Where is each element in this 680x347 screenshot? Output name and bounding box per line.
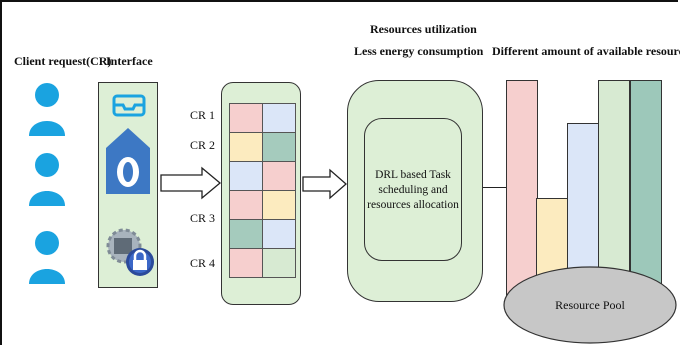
resource-bar (598, 80, 630, 296)
drl-inner-panel (364, 118, 462, 261)
resources-utilization-label: Resources utilization (370, 22, 477, 36)
gear-lock-icon (106, 228, 154, 276)
queue-cell (229, 190, 263, 220)
resource-pool-ellipse (503, 266, 677, 344)
available-resources-label: Different amount of available resources (492, 44, 680, 58)
home-shield-icon (106, 128, 150, 194)
queue-cell (262, 248, 296, 278)
queue-cell (229, 103, 263, 133)
inbox-tray-icon (112, 94, 146, 117)
queue-cell (229, 161, 263, 191)
cr4-label: CR 4 (190, 256, 216, 270)
interface-label: Interface (106, 54, 153, 68)
queue-cell (229, 219, 263, 249)
less-energy-label: Less energy consumption (354, 44, 484, 58)
resource-bar (506, 80, 538, 296)
resource-pool-label: Resource Pool (555, 298, 625, 312)
cr1-label: CR 1 (190, 108, 216, 122)
user-icon (29, 153, 65, 206)
queue-cell (262, 190, 296, 220)
queue-cell (262, 161, 296, 191)
flow-arrow (160, 166, 222, 200)
resource-bar (630, 80, 662, 296)
flow-arrow (302, 168, 347, 200)
drl-task-scheduling-text: DRL based Task scheduling and resources … (367, 169, 459, 211)
user-icon (29, 83, 65, 136)
queue-cell (262, 103, 296, 133)
cr3-label: CR 3 (190, 211, 216, 225)
client-request-label: Client request(CR) (14, 54, 112, 68)
cr2-label: CR 2 (190, 138, 216, 152)
queue-cell (229, 248, 263, 278)
queue-cell (262, 132, 296, 162)
queue-cell (262, 219, 296, 249)
queue-cell (229, 132, 263, 162)
connector-line (483, 187, 507, 188)
user-icon (29, 231, 65, 284)
